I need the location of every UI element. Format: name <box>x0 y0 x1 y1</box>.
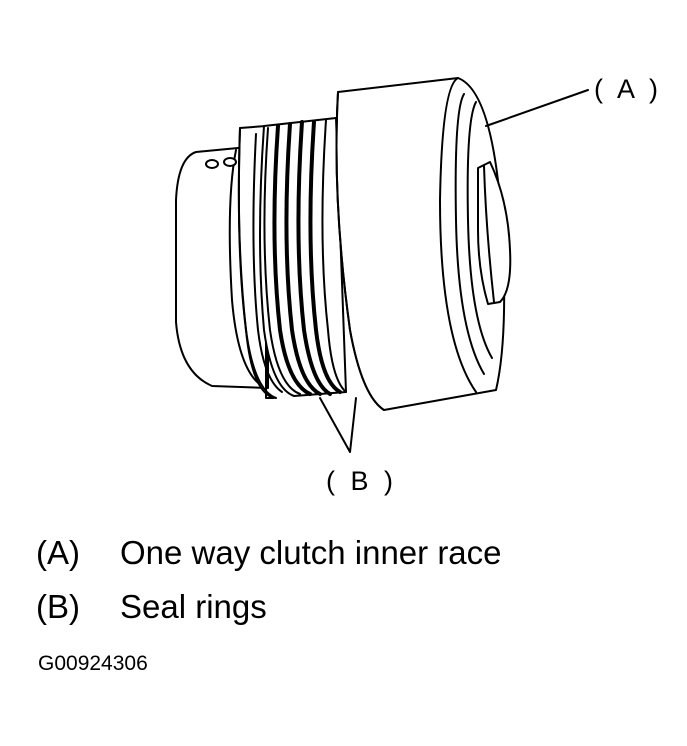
clutch-inner-race-illustration <box>175 77 589 453</box>
oil-hole <box>205 159 219 169</box>
legend-item-a: (A) One way clutch inner race <box>36 534 502 572</box>
seal-ring-section <box>259 117 347 397</box>
legend-text: Seal rings <box>120 588 267 625</box>
callout-b-label: ( B ) <box>326 466 397 496</box>
figure-id: G00924306 <box>38 652 148 675</box>
seal-rings <box>263 119 347 396</box>
legend-item-b: (B) Seal rings <box>36 588 267 626</box>
legend-key: (A) <box>36 534 80 571</box>
oil-hole <box>223 157 237 167</box>
legend-text: One way clutch inner race <box>120 534 502 571</box>
callout-a-label: ( A ) <box>594 74 663 104</box>
leader-a <box>485 89 589 127</box>
legend-key: (B) <box>36 588 80 625</box>
inner-race-body <box>335 77 512 411</box>
leader-b <box>319 397 357 453</box>
